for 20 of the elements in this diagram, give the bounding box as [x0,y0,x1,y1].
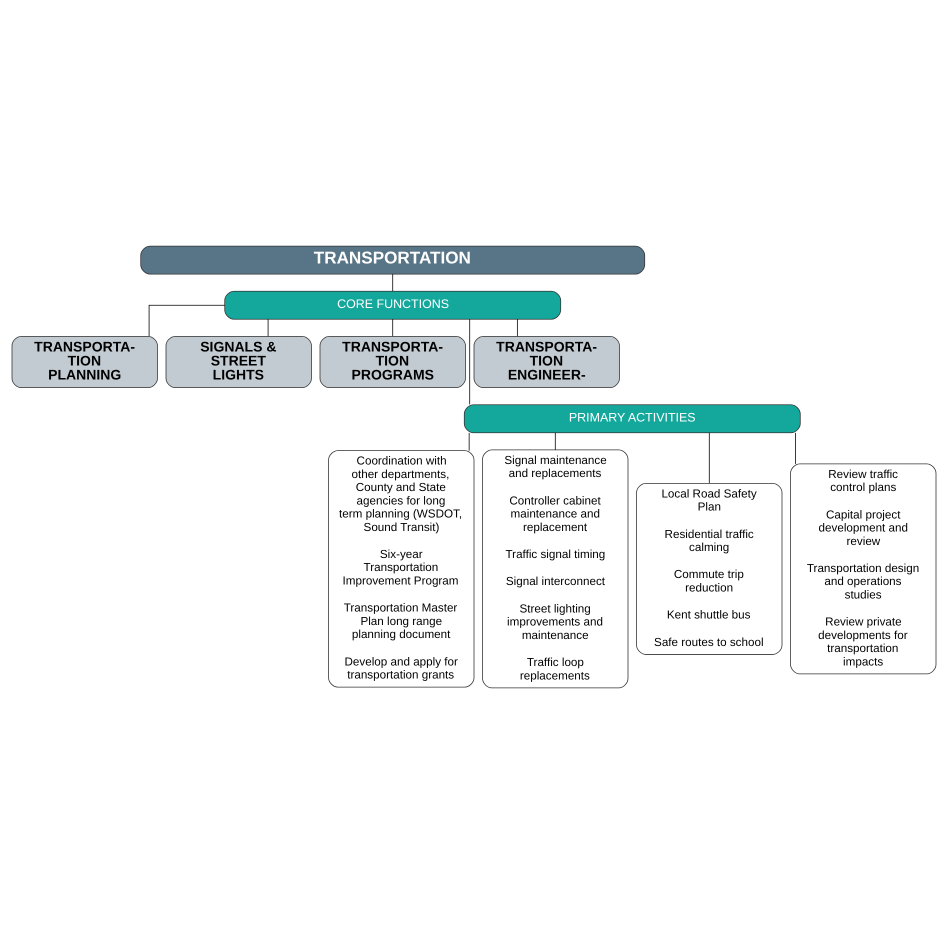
node-box: TRANSPORTA- TION ENGINEER- [474,336,620,388]
node-box: Local Road Safety Plan Residential traffic calming Commute trip reduction Kent shuttle bus Safe routes to school [636,482,782,655]
node-box: Review traffic control plans Capital project development and review Transportation design and operations studies Review private developments for transportation impacts [790,464,936,674]
node-box: Coordination with other departments, County and State agencies for long term planning (WSDOT, Sound Transit) Six-year Transportation Improvement Program Transportation Master Plan long range planning document Develop and apply for transportation grants [328,450,474,688]
node-box: Signal maintenance and replacements Controller cabinet maintenance and replacement Traffic signal timing Signal interconnect Street lighting improvements and maintenance Traffic loop replacements [482,450,628,688]
connector [392,318,394,337]
node-box: TRANSPORTATION [140,246,646,274]
connector [708,432,710,484]
node-box: CORE FUNCTIONS [224,290,562,320]
node-box: SIGNALS & STREET LIGHTS [166,336,312,388]
connector [516,318,518,337]
node-box: PRIMARY ACTIVITIES [464,404,801,434]
connector [795,432,796,464]
node-box: TRANSPORTA- TION PLANNING [12,336,158,388]
connector [148,304,225,337]
connector [469,319,470,405]
connector [392,274,394,292]
node-box: TRANSPORTA- TION PROGRAMS [320,336,466,388]
connector [554,432,556,450]
connector [468,432,470,452]
